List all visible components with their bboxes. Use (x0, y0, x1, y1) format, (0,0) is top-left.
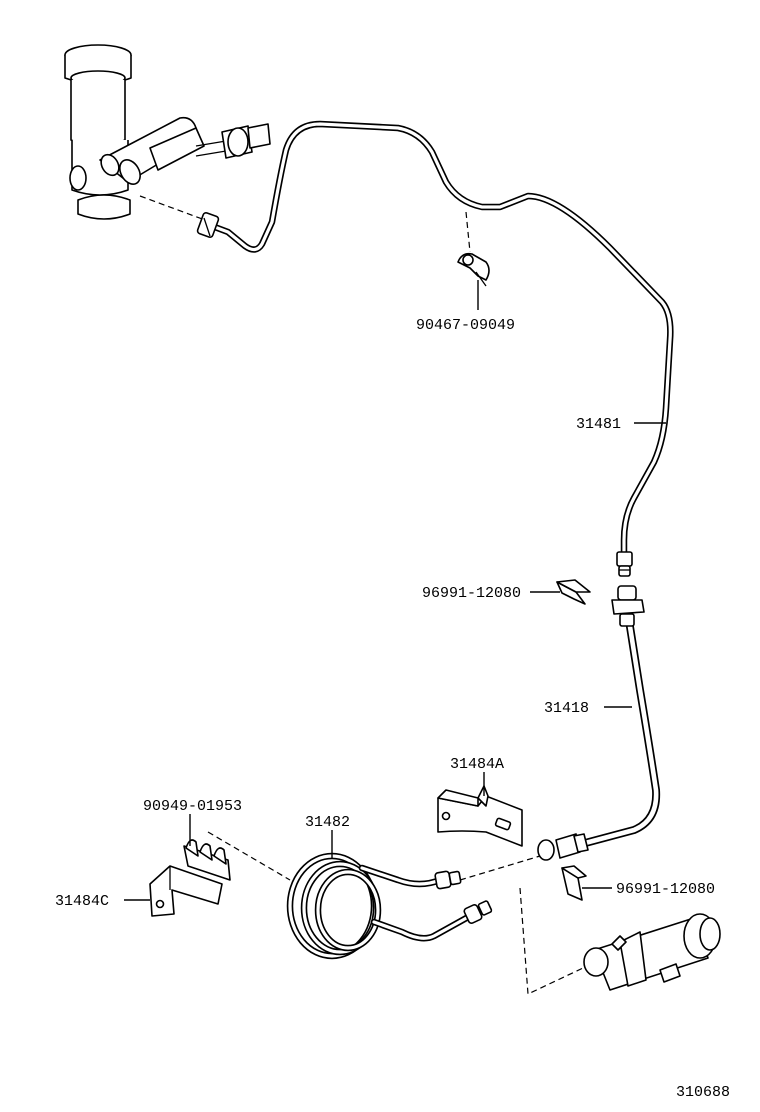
part-label-31481: 31481 (576, 416, 621, 433)
bracket-c-illustration (149, 865, 223, 917)
upper-clip-illustration (556, 579, 591, 605)
clutch-hose-illustration (537, 585, 661, 861)
part-label-31482: 31482 (305, 814, 350, 831)
part-label-90467-09049: 90467-09049 (416, 317, 515, 334)
figure-number: 310688 (676, 1084, 730, 1101)
tube-clamp-illustration (457, 211, 490, 287)
part-label-96991-12080-lower: 96991-12080 (616, 881, 715, 898)
part-label-31484C: 31484C (55, 893, 109, 910)
part-label-31484A: 31484A (450, 756, 504, 773)
clutch-tube-illustration (196, 120, 674, 577)
part-label-96991-12080-upper: 96991-12080 (422, 585, 521, 602)
lower-clip-illustration (561, 865, 587, 901)
release-cylinder-illustration (583, 913, 721, 991)
part-label-31418: 31418 (544, 700, 589, 717)
coiled-tube-illustration (286, 852, 493, 960)
part-label-90949-01953: 90949-01953 (143, 798, 242, 815)
master-cylinder-illustration (64, 44, 271, 221)
lower-clamp-illustration (183, 839, 231, 881)
bracket-a-illustration (437, 785, 523, 847)
